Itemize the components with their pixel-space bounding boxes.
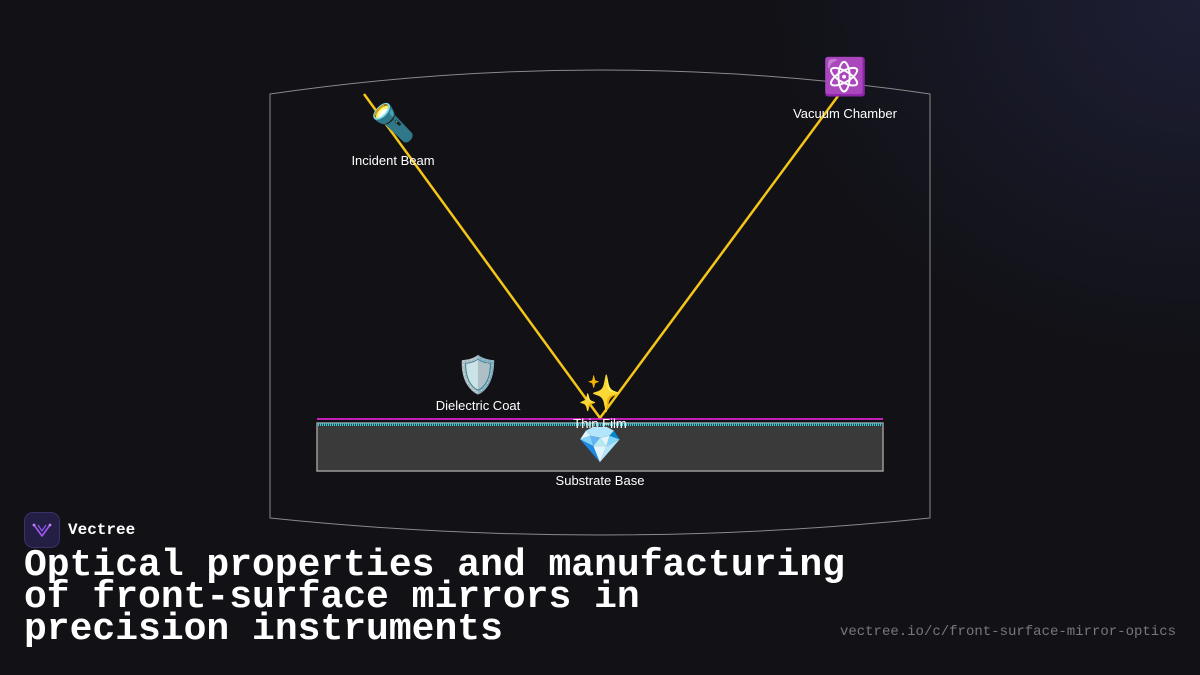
vectree-logo-icon: [24, 512, 60, 548]
thin-film-label: Thin Film: [573, 416, 627, 431]
chamber-frame: [269, 69, 931, 536]
atom-icon: ⚛️: [822, 57, 868, 98]
dielectric-coat-label: Dielectric Coat: [435, 398, 521, 413]
flashlight-icon: 🔦: [370, 103, 416, 144]
substrate-base-block: [316, 422, 884, 472]
vacuum-chamber-label: Vacuum Chamber: [793, 106, 897, 121]
gem-icon: 💎: [577, 425, 623, 466]
sparkles-icon: ✨: [577, 374, 623, 415]
brand-name: Vectree: [68, 521, 136, 539]
reflected-beam-ray: [598, 95, 840, 419]
incident-beam-label: Incident Beam: [351, 153, 435, 168]
incident-beam-ray: [362, 93, 602, 419]
page-url: vectree.io/c/front-surface-mirror-optics: [839, 624, 1176, 640]
shield-icon: 🛡️: [455, 355, 501, 396]
page-title: Optical properties and manufacturing of …: [24, 544, 845, 651]
brand: Vectree: [24, 512, 135, 548]
substrate-base-label: Substrate Base: [555, 473, 645, 488]
